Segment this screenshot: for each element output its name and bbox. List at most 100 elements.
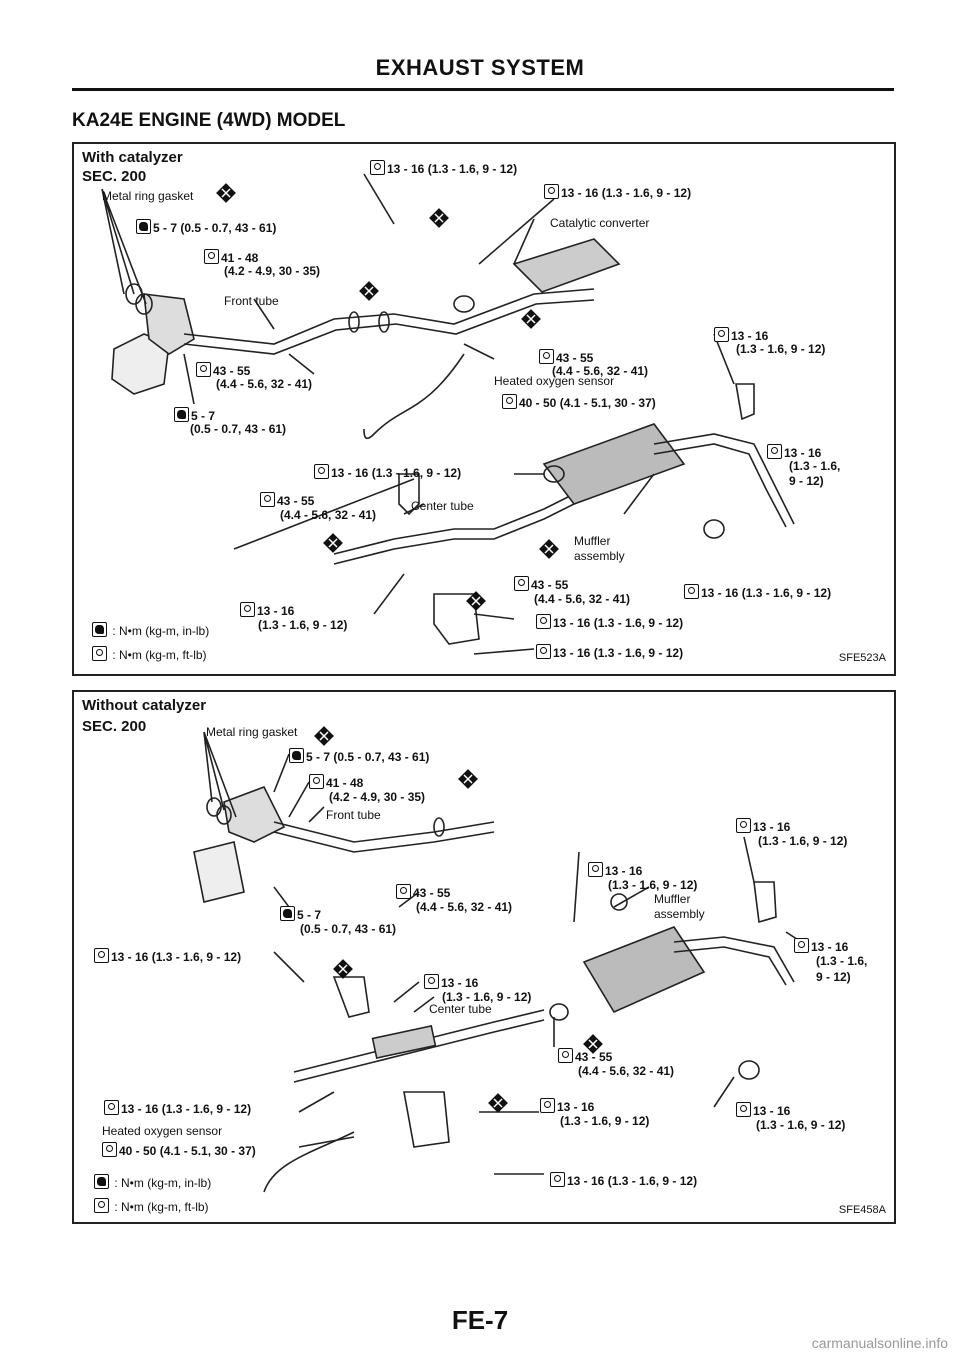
figure-2-id: SFE458A bbox=[838, 1204, 886, 1216]
torque-label-cont: 9 - 12) bbox=[816, 970, 851, 984]
torque-label: 43 - 55 bbox=[558, 1048, 612, 1065]
torque-label: 13 - 16 (1.3 - 1.6, 9 - 12) bbox=[104, 1100, 251, 1117]
torque-label-cont: (1.3 - 1.6, 9 - 12) bbox=[736, 342, 826, 356]
torque-label-cont: (4.4 - 5.6, 32 - 41) bbox=[216, 377, 313, 391]
torque-label: 13 - 16 bbox=[794, 938, 848, 955]
torque-label-cont: (4.2 - 4.9, 30 - 35) bbox=[224, 264, 321, 278]
wrench-ft-lb-icon bbox=[204, 249, 219, 264]
wrench-in-lb-icon bbox=[280, 906, 295, 921]
wrench-ft-lb-icon bbox=[94, 948, 109, 963]
torque-label: 43 - 55 bbox=[260, 492, 314, 509]
figure-1-section: SEC. 200 bbox=[82, 168, 147, 185]
watermark: carmanualsonline.info bbox=[811, 1335, 948, 1351]
torque-label-cont: (1.3 - 1.6, 9 - 12) bbox=[608, 878, 698, 892]
wrench-in-lb-icon bbox=[289, 748, 304, 763]
legend-in-lb: : N•m (kg-m, in-lb) bbox=[94, 1174, 211, 1190]
legend-ft-lb: : N•m (kg-m, ft-lb) bbox=[94, 1198, 209, 1214]
torque-label: 13 - 16 (1.3 - 1.6, 9 - 12) bbox=[544, 184, 691, 201]
wrench-ft-lb-icon bbox=[794, 938, 809, 953]
wrench-ft-lb-icon bbox=[396, 884, 411, 899]
torque-label: 40 - 50 (4.1 - 5.1, 30 - 37) bbox=[502, 394, 656, 411]
torque-label: 13 - 16 (1.3 - 1.6, 9 - 12) bbox=[684, 584, 831, 601]
figure-1-title: With catalyzer bbox=[82, 149, 183, 166]
wrench-ft-lb-icon bbox=[314, 464, 329, 479]
torque-label: 13 - 16 bbox=[736, 1102, 790, 1119]
figure-2-title: Without catalyzer bbox=[82, 697, 207, 714]
torque-label: 43 - 55 bbox=[514, 576, 568, 593]
torque-label-cont: (0.5 - 0.7, 43 - 61) bbox=[190, 422, 287, 436]
label-metal-ring-gasket: Metal ring gasket bbox=[102, 189, 194, 203]
torque-label-cont: (4.4 - 5.6, 32 - 41) bbox=[534, 592, 631, 606]
torque-label: 41 - 48 bbox=[204, 249, 258, 266]
label-heated-oxygen-sensor: Heated oxygen sensor bbox=[102, 1124, 223, 1138]
wrench-ft-lb-icon bbox=[424, 974, 439, 989]
torque-label-cont: (1.3 - 1.6, 9 - 12) bbox=[560, 1114, 650, 1128]
label-metal-ring-gasket: Metal ring gasket bbox=[206, 725, 298, 739]
torque-label: 13 - 16 bbox=[424, 974, 478, 991]
wrench-ft-lb-icon bbox=[514, 576, 529, 591]
torque-label: 43 - 55 bbox=[539, 349, 593, 366]
figure-2-section: SEC. 200 bbox=[82, 718, 147, 735]
wrench-ft-lb-icon bbox=[736, 818, 751, 833]
torque-label-cont: 9 - 12) bbox=[789, 474, 824, 488]
wrench-ft-lb-icon bbox=[370, 160, 385, 175]
label-front-tube: Front tube bbox=[326, 808, 381, 822]
torque-label-cont: (1.3 - 1.6, bbox=[789, 459, 841, 473]
torque-label-cont: (4.4 - 5.6, 32 - 41) bbox=[578, 1064, 675, 1078]
exhaust-diagram-with-catalyzer bbox=[101, 173, 795, 655]
legend-ft-lb: : N•m (kg-m, ft-lb) bbox=[92, 646, 207, 662]
wrench-ft-lb-icon bbox=[536, 614, 551, 629]
torque-label-cont: (1.3 - 1.6, 9 - 12) bbox=[442, 990, 532, 1004]
torque-label-cont: (1.3 - 1.6, 9 - 12) bbox=[758, 834, 848, 848]
torque-label-cont: (4.4 - 5.6, 32 - 41) bbox=[416, 900, 513, 914]
wrench-ft-lb-icon bbox=[502, 394, 517, 409]
wrench-ft-lb-icon bbox=[684, 584, 699, 599]
torque-label: 13 - 16 (1.3 - 1.6, 9 - 12) bbox=[536, 614, 683, 631]
torque-label: 13 - 16 (1.3 - 1.6, 9 - 12) bbox=[536, 644, 683, 661]
torque-label-cont: (4.4 - 5.6, 32 - 41) bbox=[280, 508, 377, 522]
torque-label: 5 - 7 (0.5 - 0.7, 43 - 61) bbox=[289, 748, 429, 765]
figure-with-catalyzer: With catalyzer SEC. 200 Metal ring gaske… bbox=[72, 142, 896, 676]
torque-label: 5 - 7 bbox=[174, 407, 215, 424]
figure-without-catalyzer: Without catalyzer SEC. 200 Metal ring ga… bbox=[72, 690, 896, 1224]
wrench-ft-lb-icon bbox=[104, 1100, 119, 1115]
wrench-ft-lb-icon bbox=[544, 184, 559, 199]
label-catalytic-converter: Catalytic converter bbox=[550, 216, 650, 230]
wrench-ft-lb-icon bbox=[550, 1172, 565, 1187]
legend-in-lb: : N•m (kg-m, in-lb) bbox=[92, 622, 209, 638]
torque-label-cont: (1.3 - 1.6, 9 - 12) bbox=[258, 618, 348, 632]
label-heated-oxygen-sensor: Heated oxygen sensor bbox=[494, 374, 615, 388]
torque-label: 13 - 16 (1.3 - 1.6, 9 - 12) bbox=[314, 464, 461, 481]
label-muffler: Muffler bbox=[654, 892, 691, 906]
wrench-in-lb-icon bbox=[94, 1174, 109, 1189]
figure-1-id: SFE523A bbox=[838, 652, 886, 664]
torque-label-cont: (1.3 - 1.6, 9 - 12) bbox=[756, 1118, 846, 1132]
label-muffler: Muffler bbox=[574, 534, 611, 548]
wrench-ft-lb-icon bbox=[102, 1142, 117, 1157]
wrench-ft-lb-icon bbox=[94, 1198, 109, 1213]
wrench-ft-lb-icon bbox=[558, 1048, 573, 1063]
torque-label-cont: (1.3 - 1.6, bbox=[816, 954, 868, 968]
section-title: KA24E ENGINE (4WD) MODEL bbox=[72, 110, 346, 131]
wrench-ft-lb-icon bbox=[714, 327, 729, 342]
wrench-ft-lb-icon bbox=[536, 644, 551, 659]
torque-label: 13 - 16 (1.3 - 1.6, 9 - 12) bbox=[94, 948, 241, 965]
label-center-tube: Center tube bbox=[411, 499, 474, 513]
torque-label: 13 - 16 (1.3 - 1.6, 9 - 12) bbox=[370, 160, 517, 177]
wrench-ft-lb-icon bbox=[92, 646, 107, 661]
torque-label: 43 - 55 bbox=[396, 884, 450, 901]
torque-label: 13 - 16 bbox=[540, 1098, 594, 1115]
torque-label: 41 - 48 bbox=[309, 774, 363, 791]
header-rule bbox=[72, 88, 894, 91]
torque-label-cont: (4.4 - 5.6, 32 - 41) bbox=[552, 364, 649, 378]
torque-label: 43 - 55 bbox=[196, 362, 250, 379]
label-muffler-assembly: assembly bbox=[654, 907, 705, 921]
wrench-ft-lb-icon bbox=[196, 362, 211, 377]
wrench-in-lb-icon bbox=[92, 622, 107, 637]
label-center-tube: Center tube bbox=[429, 1002, 492, 1016]
torque-label: 5 - 7 (0.5 - 0.7, 43 - 61) bbox=[136, 219, 276, 236]
wrench-in-lb-icon bbox=[174, 407, 189, 422]
torque-label: 5 - 7 bbox=[280, 906, 321, 923]
torque-label: 13 - 16 bbox=[240, 602, 294, 619]
torque-label: 13 - 16 bbox=[736, 818, 790, 835]
